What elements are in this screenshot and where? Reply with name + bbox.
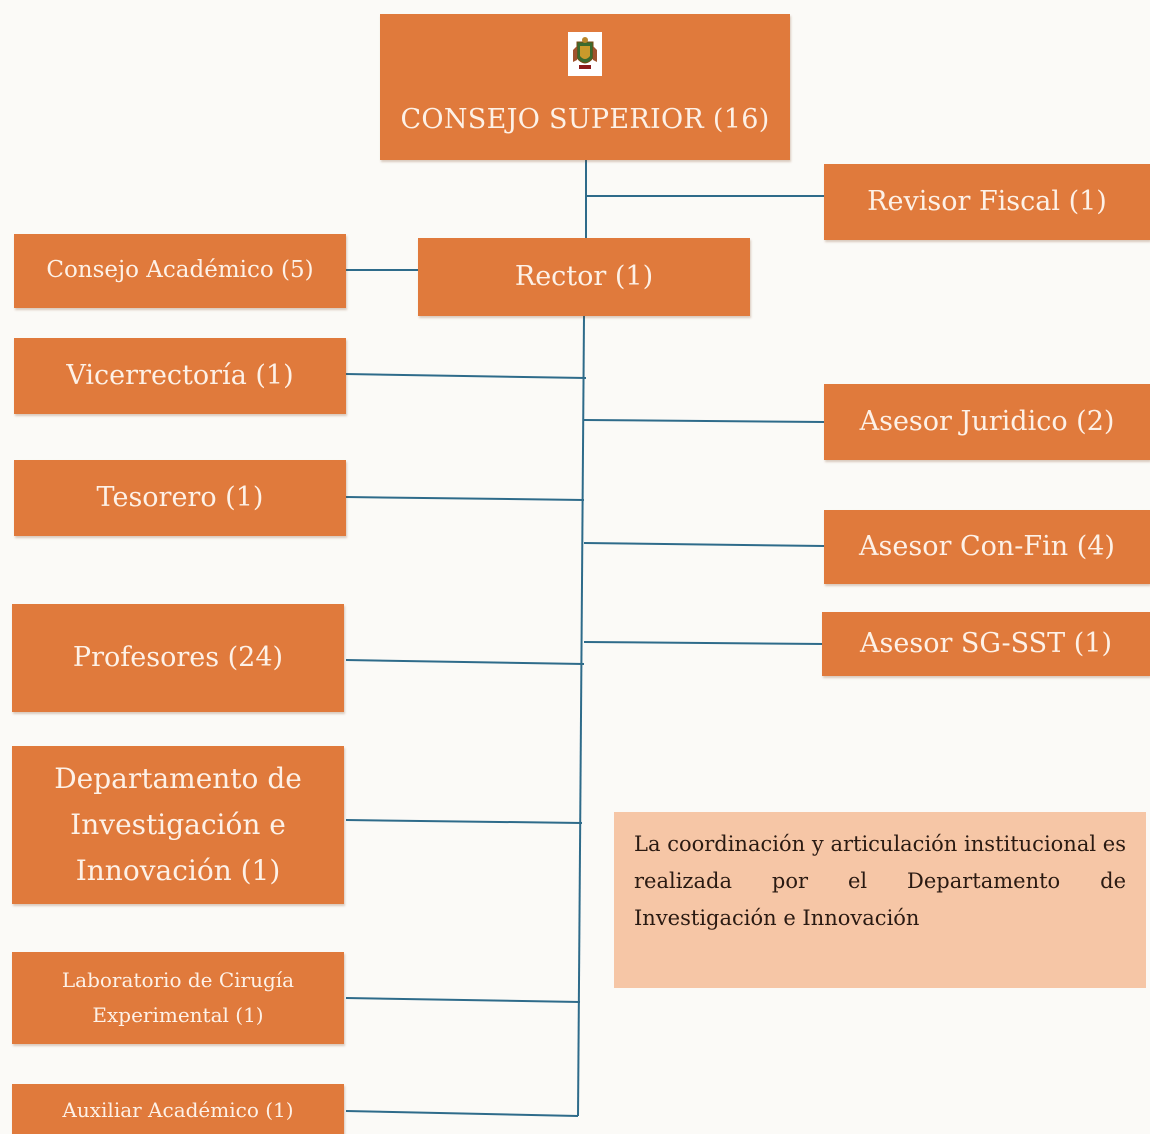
connector-sgsst — [583, 641, 825, 645]
connector-tesorero — [345, 496, 585, 501]
connector-vicerrectoria — [345, 373, 587, 379]
departamento-investigacion-box: Departamento de Investigación e Innovaci… — [12, 746, 344, 904]
asesor-sg-sst-label: Asesor SG-SST (1) — [860, 627, 1112, 659]
tesorero-box: Tesorero (1) — [14, 460, 346, 536]
coordination-note: La coordinación y articulación instituci… — [614, 812, 1146, 988]
tesorero-label: Tesorero (1) — [96, 481, 264, 513]
consejo-superior-box: CONSEJO SUPERIOR (16) — [380, 14, 790, 160]
departamento-investigacion-label: Departamento de Investigación e Innovaci… — [54, 761, 302, 888]
profesores-label: Profesores (24) — [72, 641, 284, 673]
connector-auxiliar — [345, 1110, 579, 1117]
connector-juridico — [583, 419, 825, 423]
vicerrectoria-box: Vicerrectoría (1) — [14, 338, 346, 414]
asesor-con-fin-box: Asesor Con-Fin (4) — [824, 510, 1150, 584]
profesores-box: Profesores (24) — [12, 604, 344, 712]
asesor-con-fin-label: Asesor Con-Fin (4) — [859, 530, 1115, 562]
rector-box: Rector (1) — [418, 238, 750, 316]
connector-confin — [583, 542, 825, 547]
auxiliar-academico-box: Auxiliar Académico (1) — [12, 1084, 344, 1134]
laboratorio-cirugia-label: Laboratorio de Cirugía Experimental (1) — [61, 968, 295, 1027]
consejo-superior-label: CONSEJO SUPERIOR (16) — [400, 104, 770, 135]
asesor-juridico-label: Asesor Juridico (2) — [859, 405, 1115, 437]
consejo-academico-box: Consejo Académico (5) — [14, 234, 346, 308]
coat-of-arms-icon — [568, 32, 602, 76]
revisor-fiscal-label: Revisor Fiscal (1) — [867, 185, 1107, 217]
connector-profesores — [345, 659, 585, 665]
laboratorio-cirugia-box: Laboratorio de Cirugía Experimental (1) — [12, 952, 344, 1044]
vicerrectoria-label: Vicerrectoría (1) — [66, 359, 294, 391]
consejo-academico-label: Consejo Académico (5) — [46, 257, 314, 284]
connector-main-trunk — [577, 315, 585, 1117]
revisor-fiscal-box: Revisor Fiscal (1) — [824, 164, 1150, 240]
connector-departamento — [345, 819, 583, 824]
auxiliar-academico-label: Auxiliar Académico (1) — [62, 1098, 294, 1122]
connector-laboratorio — [345, 997, 581, 1003]
asesor-sg-sst-box: Asesor SG-SST (1) — [822, 612, 1150, 676]
asesor-juridico-box: Asesor Juridico (2) — [824, 384, 1150, 460]
rector-label: Rector (1) — [514, 260, 654, 292]
